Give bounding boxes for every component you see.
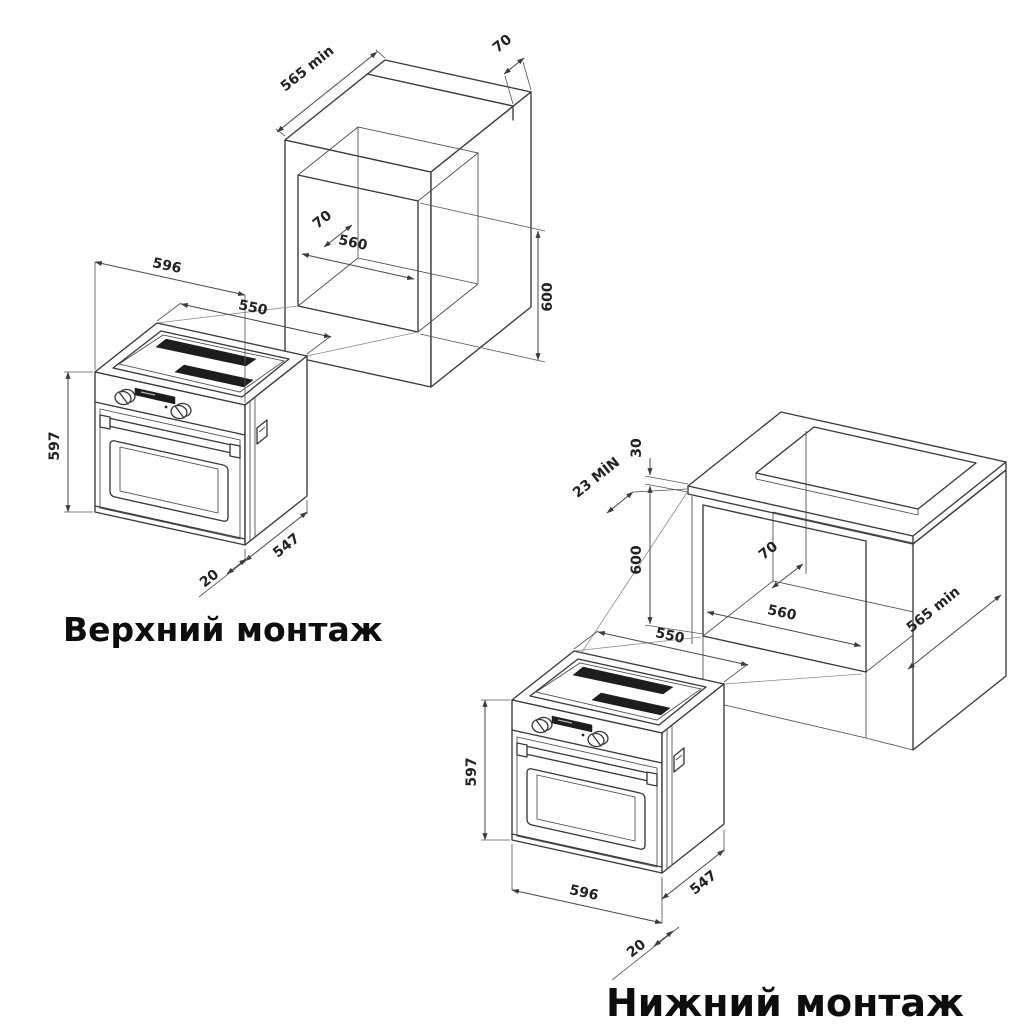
dim-top-cabinet-depth-min: 565 min	[278, 43, 338, 95]
dim-bottom-niche-width: 560	[766, 602, 798, 624]
bottom-mount-section: 30 23 MİN 600 70 560 565 min 550 597 5	[464, 411, 1007, 1024]
dim-top-cabinet-niche-height: 600	[540, 282, 556, 311]
dim-top-oven-width: 596	[151, 255, 183, 277]
dim-top-oven-depth: 547	[270, 531, 303, 562]
bottom-mount-title: Нижний монтаж	[606, 981, 964, 1024]
dim-bottom-oven-depth: 547	[687, 868, 720, 899]
dim-front-clearance-min: 23 MİN	[569, 454, 623, 502]
dim-counter-thickness: 30	[629, 438, 645, 458]
dim-top-cabinet-niche-width: 560	[337, 232, 369, 254]
dim-bottom-rear-clearance: 70	[756, 538, 781, 563]
dim-top-oven-height: 597	[47, 431, 63, 460]
dim-bottom-oven-overhang: 20	[624, 936, 649, 961]
top-mount-title: Верхний монтаж	[63, 610, 383, 649]
bottom-mount-cabinet-drawing	[687, 411, 1007, 751]
dim-top-cabinet-rear-gap: 70	[490, 31, 515, 56]
top-mount-oven-drawing	[94, 322, 308, 546]
dim-top-oven-top-width: 550	[237, 297, 269, 319]
bottom-mount-oven-drawing	[511, 650, 725, 874]
top-oven-dimensions: 596 550 597 547 20	[47, 255, 332, 598]
dim-top-oven-overhang: 20	[197, 566, 222, 591]
dim-bottom-oven-width: 596	[568, 882, 600, 904]
dim-bottom-niche-height: 600	[629, 545, 645, 574]
top-mount-section: 596 550 597 547 20 565 min 70 70	[47, 31, 556, 649]
dim-bottom-oven-top-width: 550	[654, 625, 686, 647]
insertion-guide-lines-bottom	[573, 490, 863, 685]
dim-bottom-oven-height: 597	[464, 757, 480, 786]
